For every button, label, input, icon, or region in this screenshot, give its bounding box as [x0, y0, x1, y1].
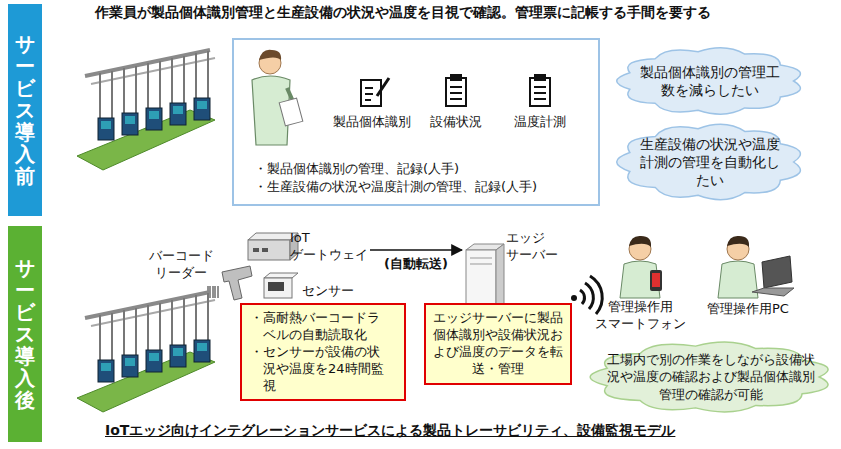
part-label: 温度計測 — [505, 114, 575, 131]
conveyor-illustration — [77, 292, 215, 412]
node-text: サービス導入後 — [15, 257, 35, 411]
edge-server — [466, 244, 504, 310]
node-text: ・センサーが設備の状況や温度を24時間監視 — [250, 344, 386, 395]
checklist-icon — [530, 75, 550, 106]
node-text: サービス導入前 — [15, 33, 35, 187]
barcode-reader — [208, 266, 252, 300]
server-node: エッジ サーバー — [462, 228, 574, 312]
cloud-outline — [615, 44, 805, 118]
benefit-cloud: 工場内で別の作業をしながら設備状況や温度の確認および製品個体識別管理の確認が可能 — [588, 338, 834, 416]
wish-cloud: 製品個体識別の管理工数を減らしたい — [615, 44, 805, 118]
part-label: 設備状況 — [421, 114, 491, 131]
node-text: 生産設備の状況や温度計測の管理を自動化したい — [639, 135, 781, 190]
section-band: サービス導入後 — [8, 226, 42, 442]
heading: 作業員が製品個体識別管理と生産設備の状況や温度を目視で確認。管理票に記帳する手間… — [95, 4, 711, 22]
worker-figure — [252, 50, 303, 145]
node-text: エッジサーバーに製品個体識別や設備状況および温度のデータを転送・管理 — [432, 310, 564, 378]
note-box: ・高耐熱バーコードラベルの自動読取化・センサーが設備の状況や温度を24時間監視 — [240, 303, 406, 401]
node-text: エッジ サーバー — [506, 230, 574, 264]
person-pc — [718, 236, 794, 298]
part-label: バーコード リーダー — [142, 248, 220, 282]
wifi-symbol — [571, 276, 602, 314]
section-band: サービス導入前 — [8, 4, 42, 216]
node-text: ・生産設備の状況や温度計測の管理、記録(人手) — [254, 178, 588, 196]
part-label: 管理操作用 スマートフォン — [588, 299, 692, 333]
checklist-icon — [446, 75, 466, 106]
part-label: 管理操作用PC — [696, 301, 800, 318]
flow-arrow — [370, 249, 462, 251]
part-label: センサー — [297, 283, 359, 300]
edge-label: (自動転送) — [382, 255, 450, 273]
node-text: 製品個体識別の管理工数を減らしたい — [639, 63, 781, 99]
node-text: IoT ゲートウェイ — [290, 230, 370, 264]
part-label: 製品個体識別 — [327, 114, 417, 131]
note-box: エッジサーバーに製品個体識別や設備状況および温度のデータを転送・管理 — [424, 303, 572, 385]
conveyor-illustration — [77, 50, 215, 170]
caption: IoTエッジ向けインテグレーションサービスによる製品トレーサビリティ、設備監視モ… — [105, 422, 675, 440]
node-text: ・高耐熱バーコードラベルの自動読取化 — [250, 310, 386, 344]
gateway-node: IoT ゲートウェイ — [240, 228, 370, 272]
person-smartphone — [620, 236, 662, 298]
sensor-device — [264, 273, 298, 298]
node-text: ・製品個体識別の管理、記録(人手) — [254, 160, 588, 178]
notepad-icon — [361, 78, 389, 106]
node-text: 工場内で別の作業をしながら設備状況や温度の確認および製品個体識別管理の確認が可能 — [606, 351, 816, 404]
wish-cloud: 生産設備の状況や温度計測の管理を自動化したい — [615, 120, 805, 204]
